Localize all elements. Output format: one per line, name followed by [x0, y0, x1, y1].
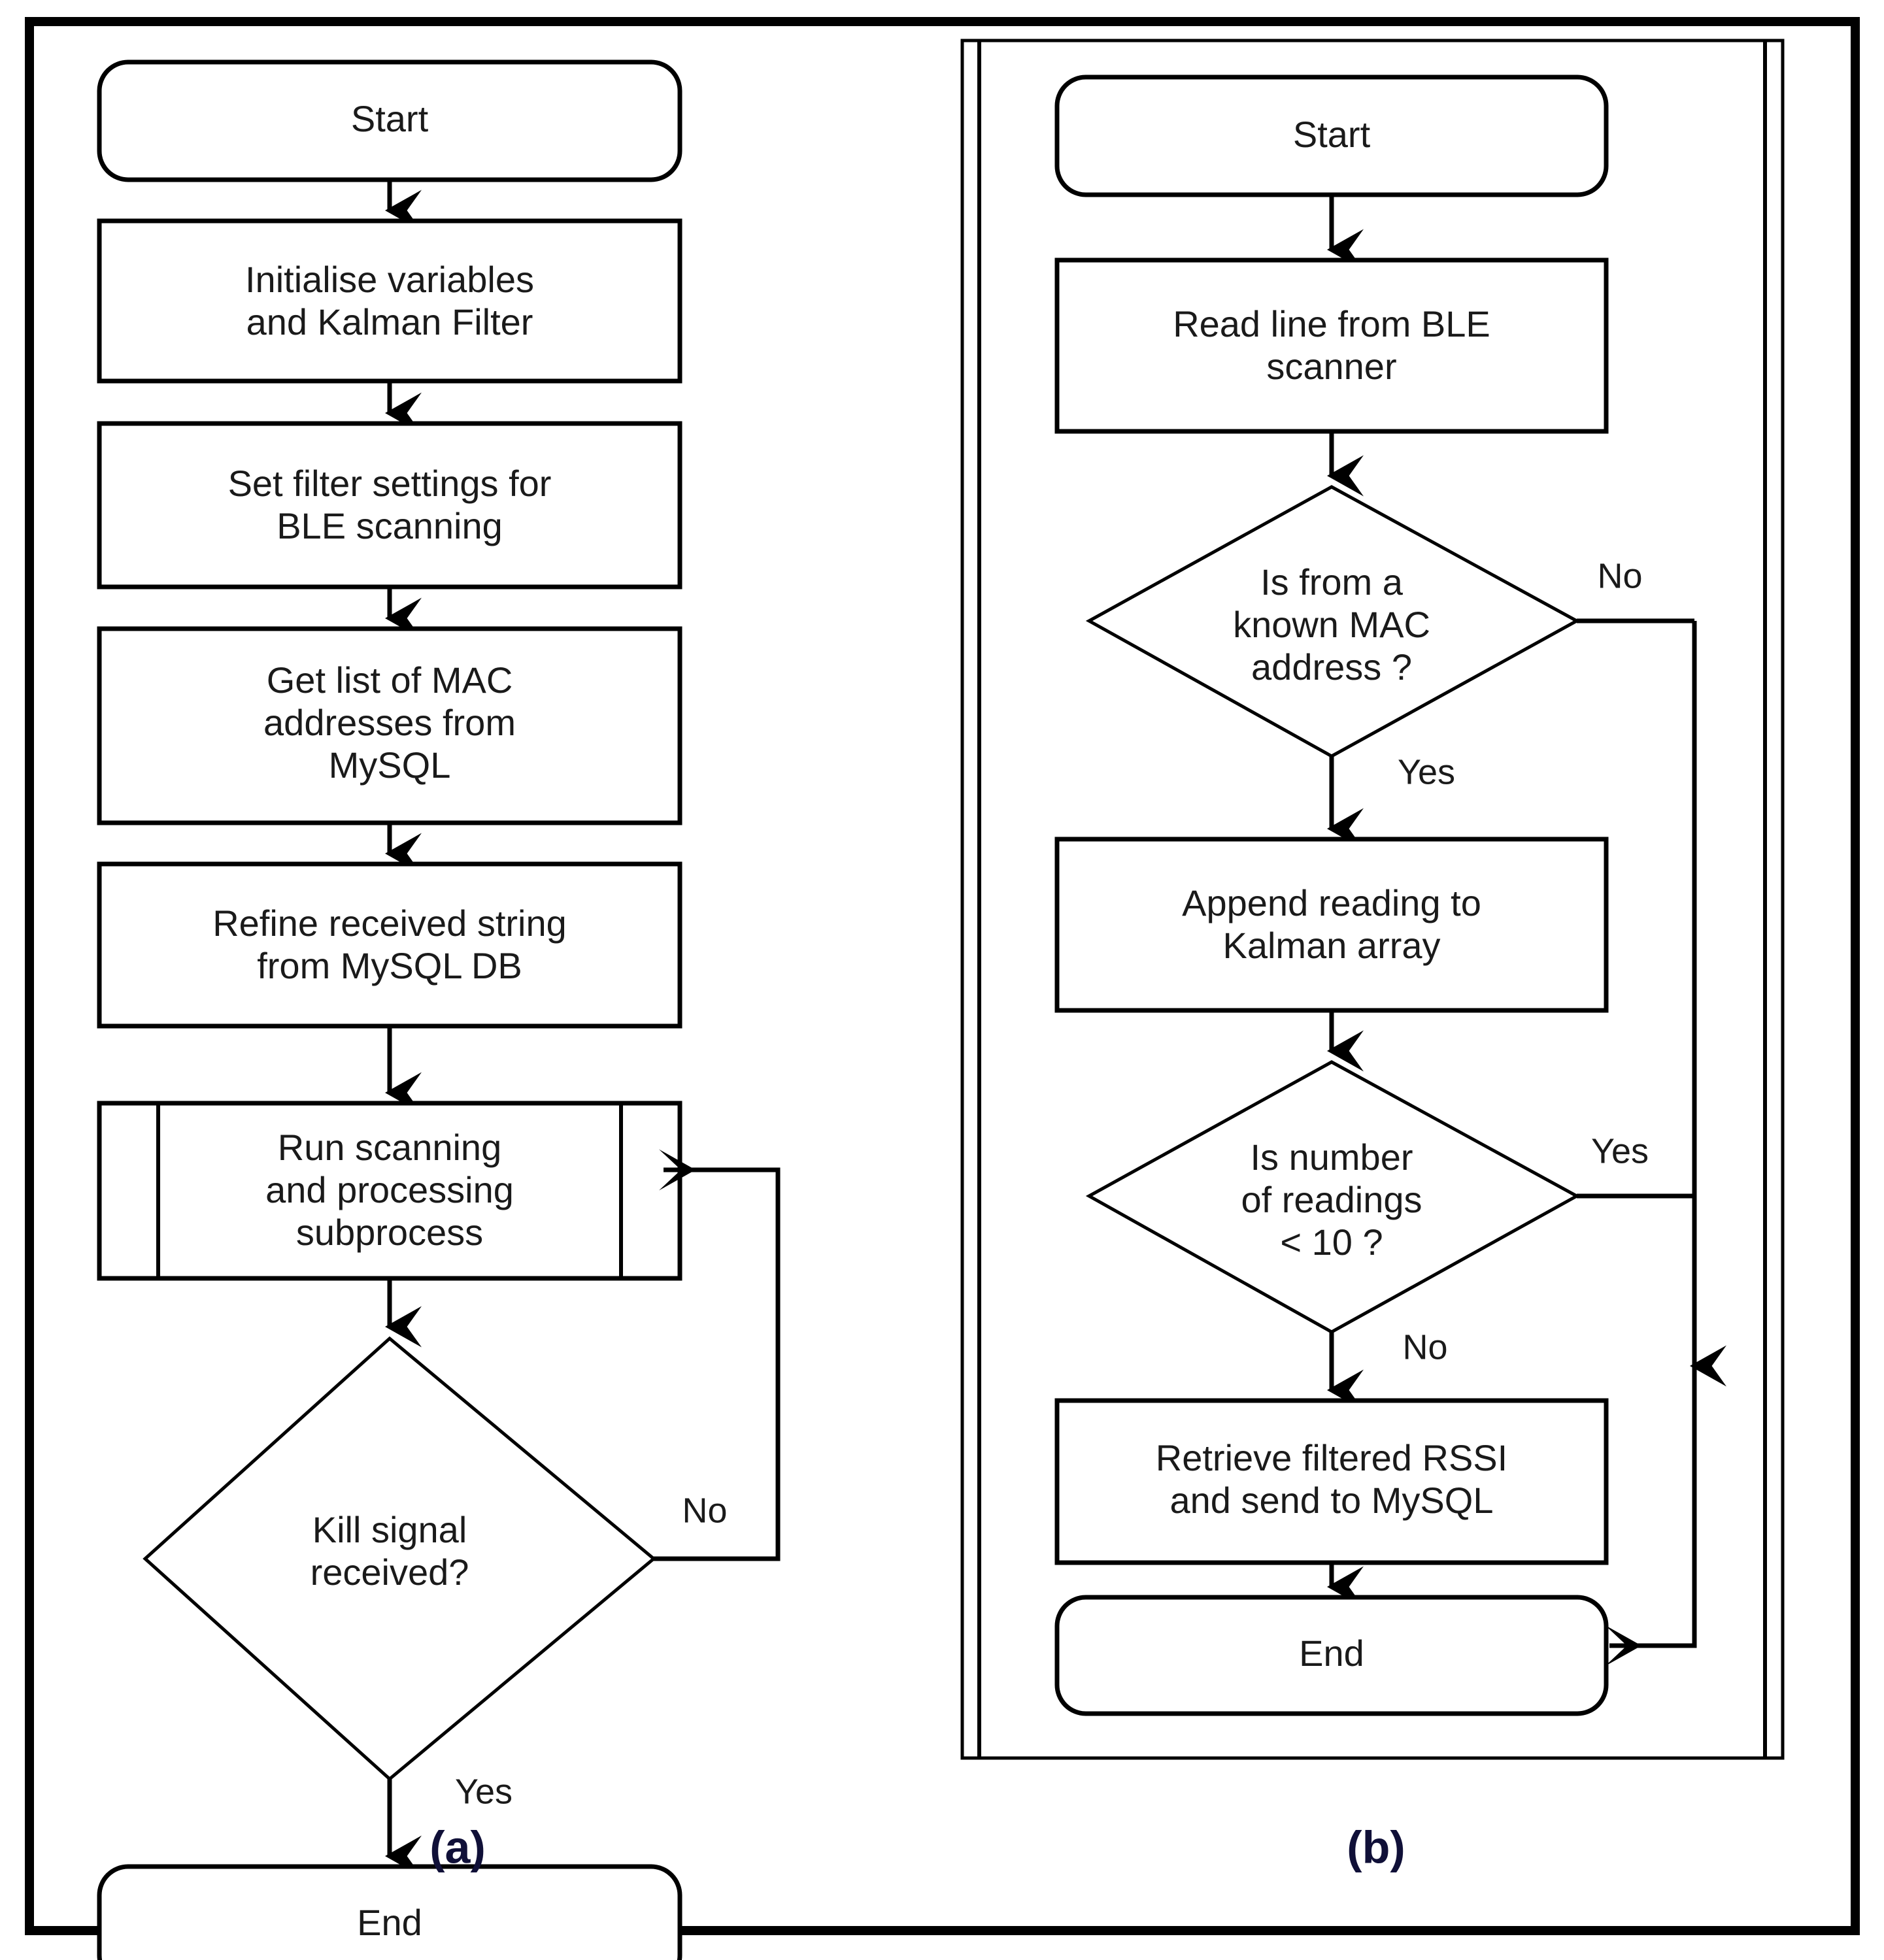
node-b-append[interactable]: Append reading to Kalman array	[1054, 837, 1609, 1013]
node-a-filter-line2: BLE scanning	[277, 505, 503, 546]
process-shape	[97, 218, 682, 384]
node-a-init-line2: and Kalman Filter	[246, 301, 533, 342]
node-a-refine-line1: Refine received string	[212, 903, 567, 944]
node-b-retrieve[interactable]: Retrieve filtered RSSI and send to MySQL	[1054, 1398, 1609, 1565]
node-a-start-label: Start	[351, 98, 429, 139]
node-a-kill-line2: received?	[311, 1552, 469, 1593]
node-b-start[interactable]: Start	[1054, 75, 1609, 197]
edge-b-count-yes-label: Yes	[1591, 1131, 1649, 1171]
node-b-retrieve-line1: Retrieve filtered RSSI	[1156, 1437, 1507, 1478]
node-a-getmac-line3: MySQL	[329, 744, 451, 786]
node-b-readline[interactable]: Read line from BLE scanner	[1054, 257, 1609, 434]
node-b-readline-line2: scanner	[1266, 346, 1396, 387]
node-a-getmac-line2: addresses from	[263, 702, 516, 743]
node-b-knownmac-line1: Is from a	[1260, 561, 1404, 603]
node-a-end[interactable]: End	[97, 1864, 682, 1960]
edge-b-count-no: No	[1327, 1327, 1448, 1411]
node-b-start-label: Start	[1293, 114, 1371, 155]
node-a-start[interactable]: Start	[97, 59, 682, 182]
node-a-filter[interactable]: Set filter settings for BLE scanning	[97, 421, 682, 590]
process-shape	[1054, 837, 1609, 1013]
node-b-knownmac-line3: address ?	[1251, 646, 1412, 688]
flowchart-a: Start Initialise variables and Kalman Fi…	[97, 59, 781, 1960]
node-a-subproc-line1: Run scanning	[278, 1127, 501, 1168]
figure-outer-frame	[25, 17, 1860, 1935]
node-b-knownmac[interactable]: Is from a known MAC address ?	[1085, 485, 1581, 758]
node-b-end-label: End	[1299, 1633, 1364, 1674]
node-b-end[interactable]: End	[1054, 1595, 1609, 1716]
node-a-kill-line1: Kill signal	[312, 1509, 467, 1550]
edge-a-kill-no: No	[654, 1149, 781, 1561]
edge-b-mac-yes: Yes	[1327, 752, 1455, 850]
process-shape	[97, 421, 682, 590]
node-a-kill[interactable]: Kill signal received?	[143, 1336, 656, 1782]
flowchart-b: Start Read line from BLE scanner Is from…	[960, 39, 1785, 1872]
edge-b-mac-no: No	[1577, 556, 1694, 623]
node-b-append-line2: Kalman array	[1222, 925, 1440, 966]
node-b-count-line1: Is number	[1251, 1137, 1413, 1178]
terminator-shape	[1054, 1595, 1609, 1716]
edge-b-count-yes: Yes	[1577, 1131, 1694, 1199]
node-b-retrieve-line2: and send to MySQL	[1170, 1480, 1494, 1521]
edge-b-mac-no-label: No	[1597, 556, 1642, 595]
node-a-subproc-line3: subprocess	[296, 1212, 483, 1253]
edge-a-kill-no-label: No	[682, 1491, 727, 1530]
node-a-init-line1: Initialise variables	[245, 259, 534, 300]
process-shape	[1054, 257, 1609, 434]
node-a-init[interactable]: Initialise variables and Kalman Filter	[97, 218, 682, 384]
node-b-count-line3: < 10 ?	[1280, 1221, 1383, 1263]
node-a-getmac[interactable]: Get list of MAC addresses from MySQL	[97, 626, 682, 825]
edge-b-mac-yes-label: Yes	[1398, 752, 1455, 791]
caption-a: (a)	[429, 1821, 486, 1872]
caption-b: (b)	[1347, 1821, 1405, 1872]
node-b-append-line1: Append reading to	[1182, 882, 1481, 923]
node-a-filter-line1: Set filter settings for	[228, 463, 552, 504]
edge-a-kill-yes-label: Yes	[455, 1772, 513, 1811]
node-b-knownmac-line2: known MAC	[1233, 604, 1430, 645]
node-a-refine-line2: from MySQL DB	[257, 945, 522, 986]
terminator-shape	[97, 1864, 682, 1960]
node-a-end-label: End	[357, 1902, 422, 1943]
node-b-readline-line1: Read line from BLE	[1173, 303, 1490, 344]
edge-b-bypass-rail	[1605, 621, 1726, 1667]
node-a-subproc-line2: and processing	[265, 1169, 514, 1210]
predefined-process-shape	[97, 1101, 682, 1281]
node-b-count-line2: of readings	[1241, 1179, 1422, 1220]
node-a-getmac-line1: Get list of MAC	[267, 659, 513, 701]
edge-b-count-no-label: No	[1402, 1327, 1447, 1367]
edge-a-kill-yes: Yes	[385, 1772, 513, 1877]
node-a-refine[interactable]: Refine received string from MySQL DB	[97, 861, 682, 1029]
process-shape	[97, 861, 682, 1029]
node-a-subproc[interactable]: Run scanning and processing subprocess	[97, 1101, 682, 1281]
